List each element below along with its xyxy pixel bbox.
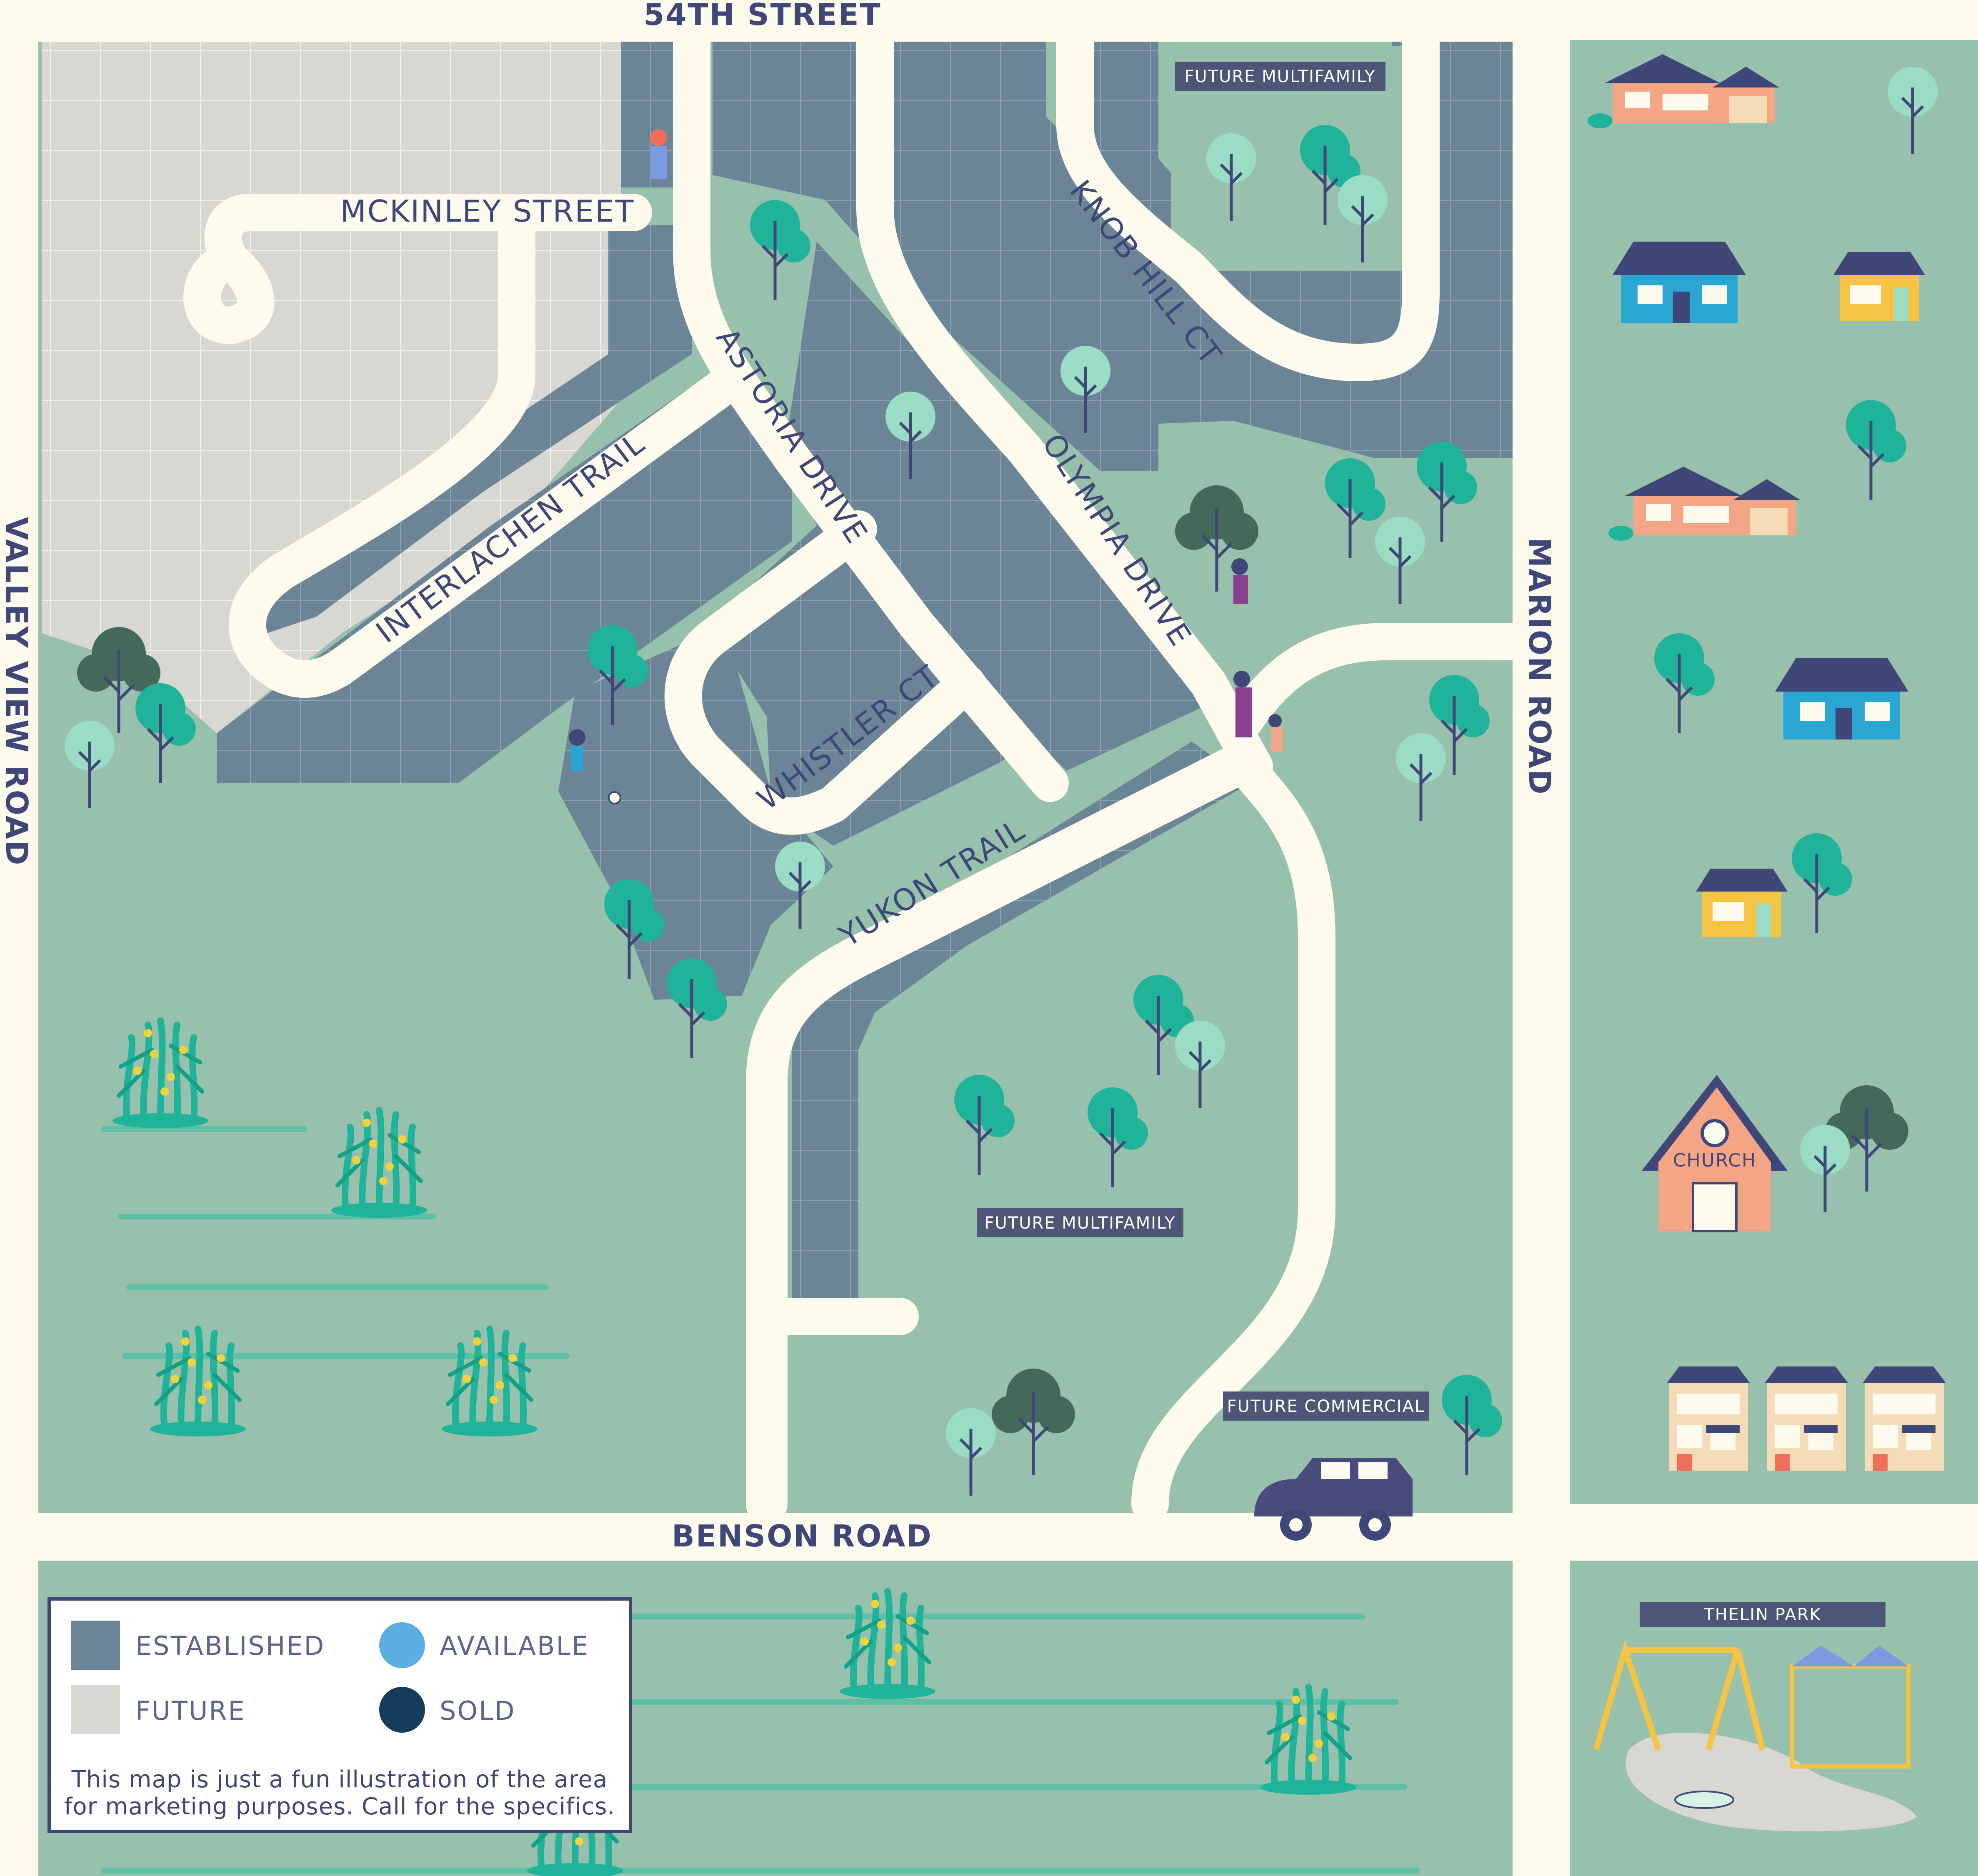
church-building: CHURCH: [1642, 1075, 1788, 1232]
svg-text:FUTURE COMMERCIAL: FUTURE COMMERCIAL: [1227, 1397, 1425, 1416]
tag-future-multifamily-north: FUTURE MULTIFAMILY: [1175, 62, 1385, 91]
legend: ESTABLISHED AVAILABLE FUTURE SOLD This m…: [48, 1597, 632, 1833]
legend-swatch-sold: [379, 1687, 425, 1733]
legend-swatch-established: [71, 1621, 120, 1670]
legend-label-future: FUTURE: [135, 1696, 246, 1726]
street-label-mckinley: MCKINLEY STREET: [340, 194, 635, 229]
car: [1254, 1458, 1413, 1541]
road-label-east: MARION ROAD: [1522, 537, 1557, 795]
svg-text:FUTURE MULTIFAMILY: FUTURE MULTIFAMILY: [1185, 67, 1376, 86]
legend-label-available: AVAILABLE: [440, 1631, 589, 1661]
legend-note-line1: This map is just a fun illustration of t…: [71, 1766, 608, 1793]
svg-text:THELIN PARK: THELIN PARK: [1703, 1605, 1821, 1624]
road-label-west: VALLEY VIEW ROAD: [0, 517, 34, 866]
tag-thelin-park: THELIN PARK: [1640, 1602, 1885, 1627]
road-label-south: BENSON ROAD: [672, 1519, 933, 1554]
legend-label-established: ESTABLISHED: [135, 1631, 325, 1661]
people-figures: [569, 129, 1283, 804]
road-label-north: 54TH STREET: [643, 0, 882, 32]
street-network: [183, 0, 1531, 1525]
tag-future-multifamily-south: FUTURE MULTIFAMILY: [977, 1208, 1183, 1237]
legend-note-line2: for marketing purposes. Call for the spe…: [64, 1793, 615, 1820]
legend-swatch-future: [71, 1685, 120, 1734]
tag-future-commercial: FUTURE COMMERCIAL: [1223, 1391, 1429, 1421]
svg-text:FUTURE MULTIFAMILY: FUTURE MULTIFAMILY: [985, 1214, 1176, 1233]
church-label: CHURCH: [1673, 1150, 1756, 1171]
legend-label-sold: SOLD: [440, 1696, 515, 1726]
playground: [1593, 1640, 1917, 1831]
legend-swatch-available: [379, 1622, 425, 1668]
